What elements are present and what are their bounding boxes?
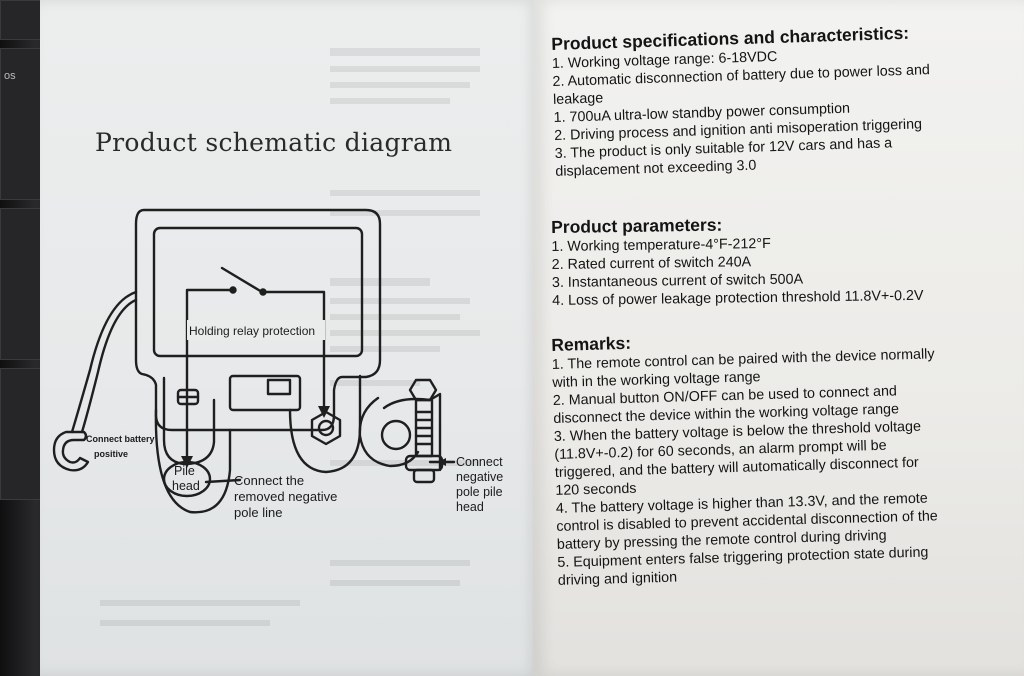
relay-label: Holding relay protection [189,324,315,338]
removed-line-text-3: pole line [234,505,282,520]
keyboard-key [0,48,46,200]
relay-contact-arm [220,266,264,294]
battery-label-line2: positive [94,449,128,459]
keyboard-key [0,208,46,360]
parameters-section: Product parameters: 1. Working temperatu… [551,210,1002,310]
negative-text-4: head [456,500,484,514]
right-arrow-head [318,406,330,418]
right-bolt-thread [414,410,434,446]
relay-label-box [187,320,325,340]
negative-text-3: pole pile [456,485,503,499]
inner-panel [152,226,364,358]
specifications-section: Product specifications and characteristi… [551,19,1005,181]
battery-label-line1: Connect battery [86,434,155,444]
keyboard-key [0,368,46,500]
hex-nut-hole [317,419,335,437]
hex-nut [310,410,342,446]
left-clamp-outer [154,408,232,514]
left-clamp [162,376,216,466]
ring-terminal [52,430,90,472]
schematic-diagram: Holding relay protection Connect battery… [52,208,503,520]
relay-wire-right [261,290,326,414]
keyboard-key [0,0,46,40]
right-bolt-head [408,378,438,402]
keyboard-key-label: os [4,70,16,82]
battery-cable-inner [80,298,138,434]
schematic-title: Product schematic diagram [95,128,453,157]
removed-line-text-1: Connect the [234,473,304,488]
pile-head-line1: Pile [174,464,195,478]
negative-text-2: negative [456,470,503,484]
negative-text-1: Connect [456,455,503,469]
battery-cable [70,290,138,434]
relay-wire-left [185,288,235,464]
right-post [288,374,362,474]
center-tab [266,378,292,396]
right-bolt-foot [412,468,436,484]
center-block [228,374,302,412]
right-page [533,0,1024,676]
pile-head-line2: head [172,479,200,493]
right-clamp-eye [380,419,412,451]
negative-pointer-head [438,458,446,466]
removed-line-pointer [204,478,242,484]
left-arrow-head [181,456,193,468]
removed-line-text-2: removed negative [234,489,337,504]
device-housing [134,208,382,432]
remarks-section: Remarks: 1. The remote control can be pa… [551,321,1013,590]
